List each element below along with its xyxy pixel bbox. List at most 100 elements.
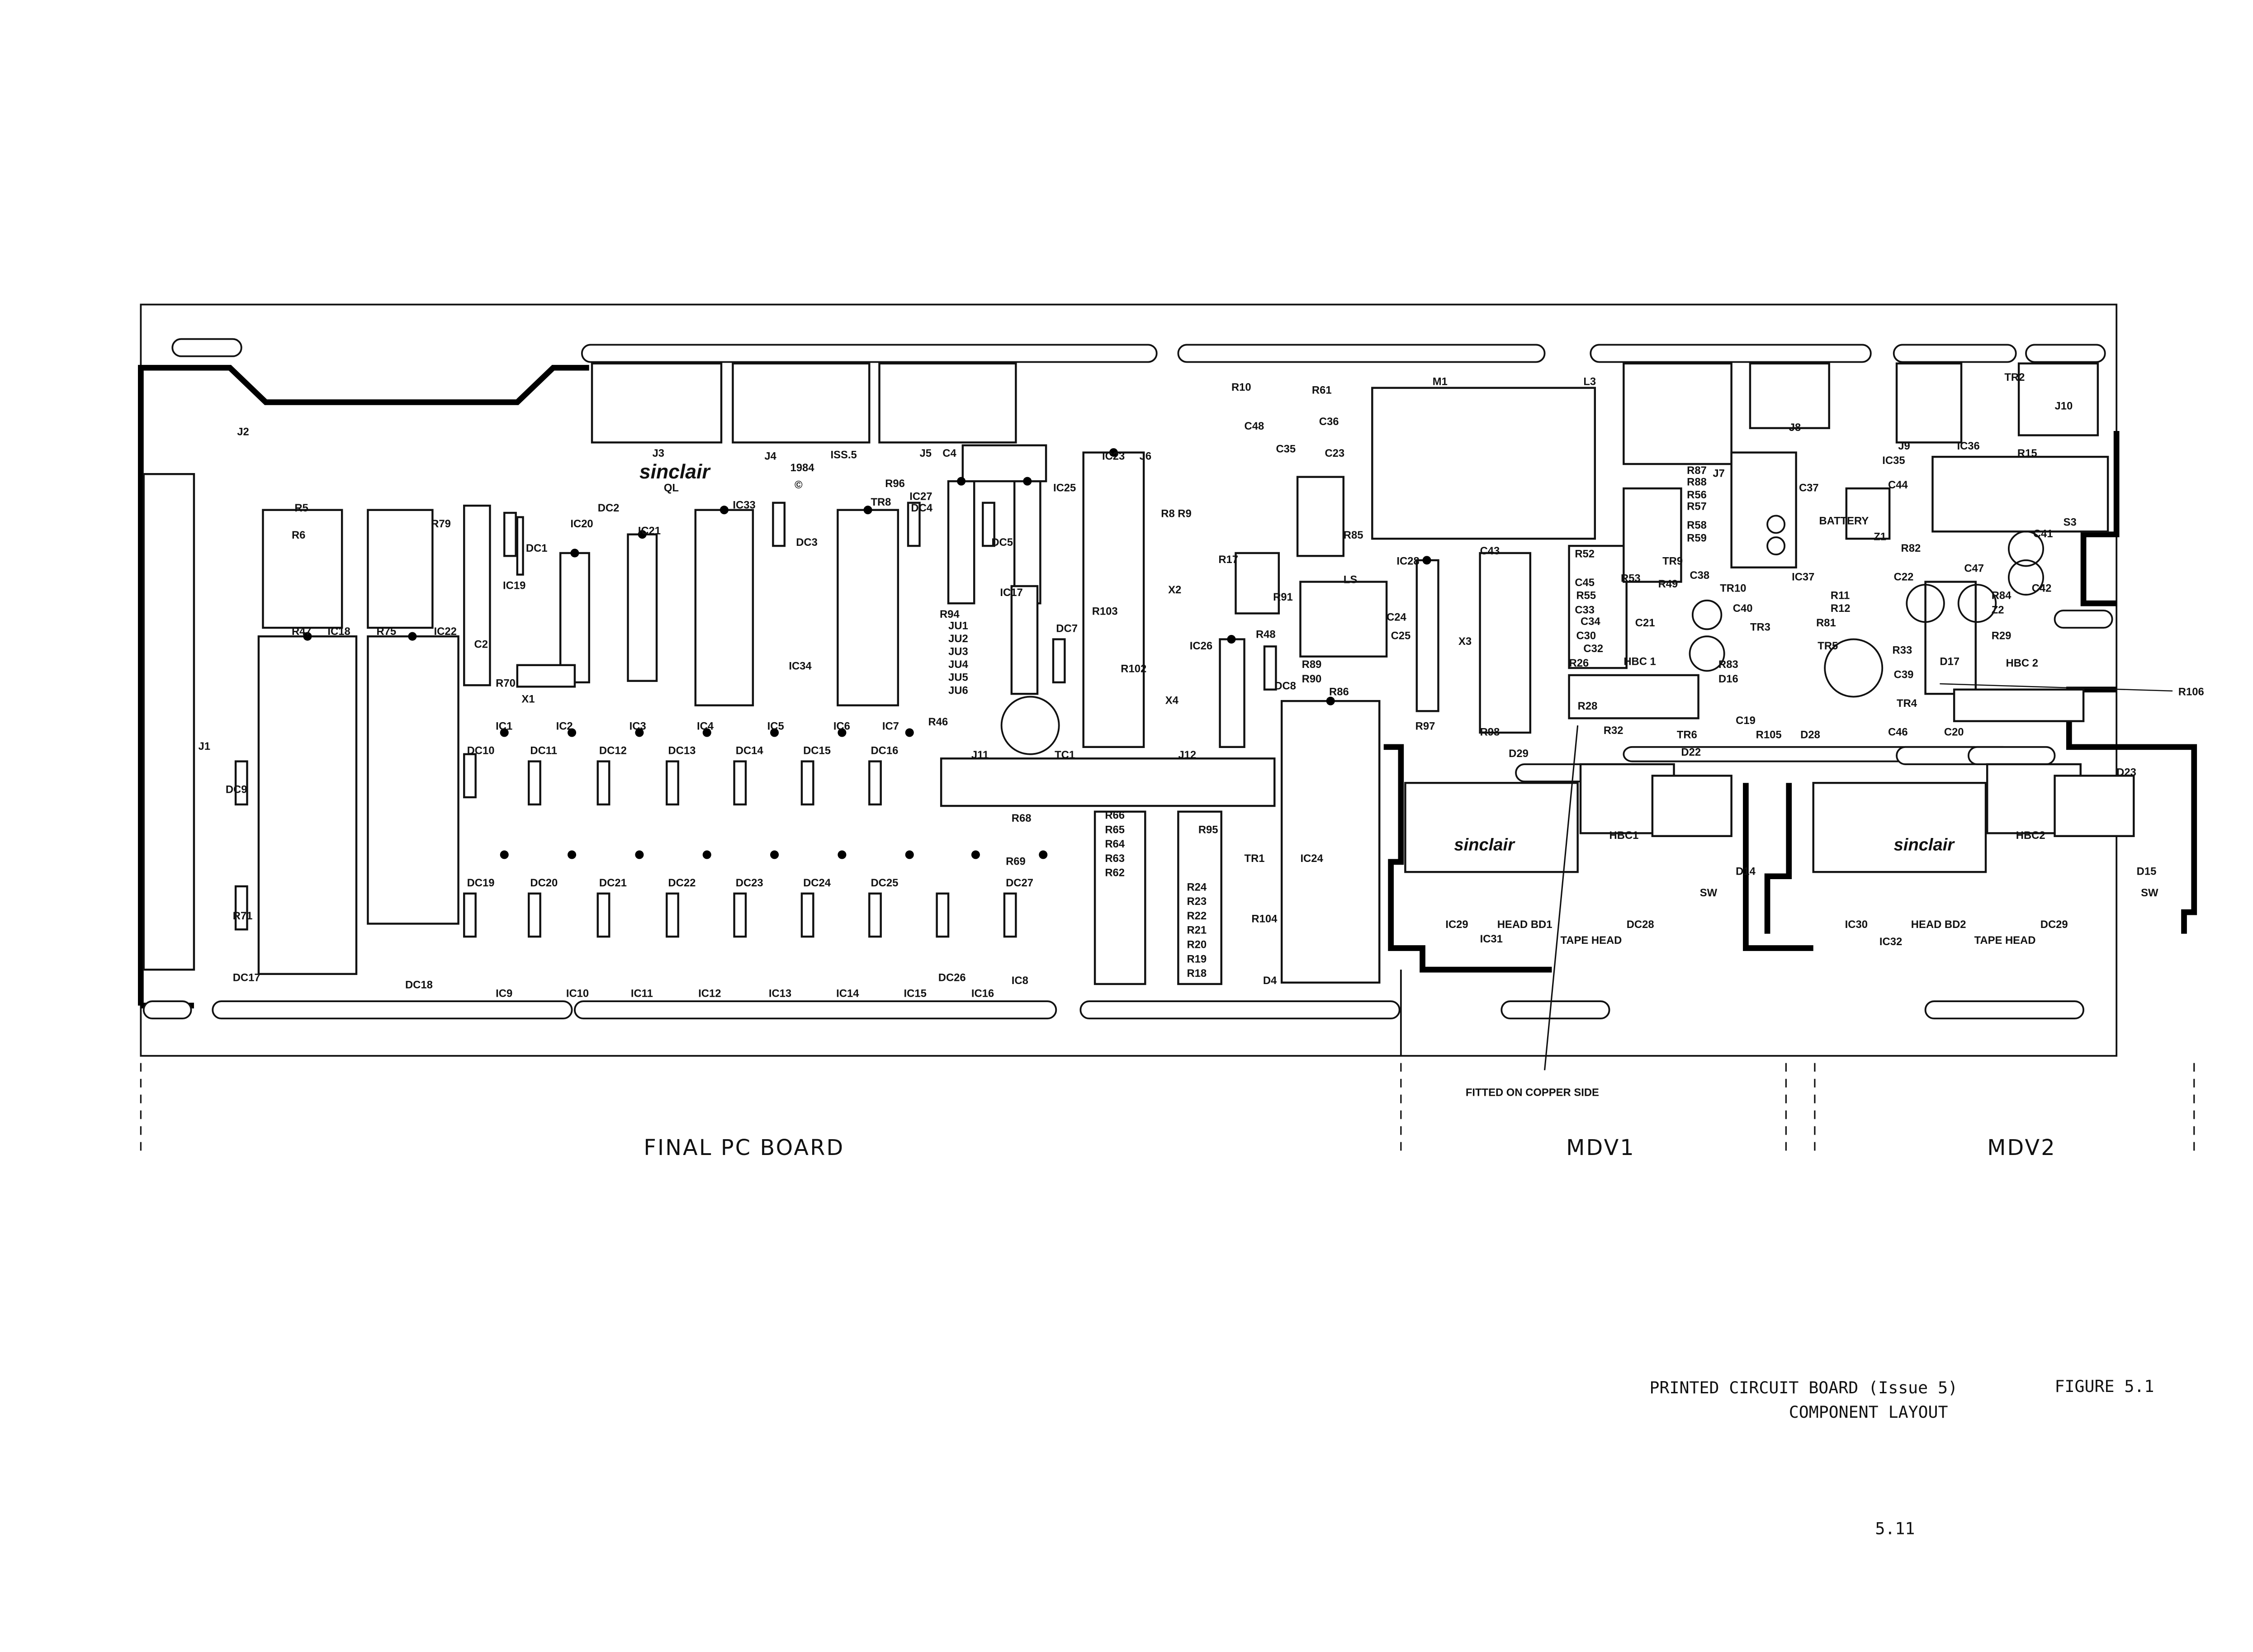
label-dc23: DC23 <box>736 877 763 889</box>
label-r46: R46 <box>928 716 948 728</box>
pin1-notch <box>635 728 644 737</box>
label-c25: C25 <box>1391 630 1411 642</box>
label-ic20: IC20 <box>570 518 593 530</box>
sinclair-logo-mdv2: sinclair <box>1894 835 1955 855</box>
label-ic33: IC33 <box>733 499 755 511</box>
label-c24: C24 <box>1387 611 1406 623</box>
decoupling-capacitor <box>907 502 921 547</box>
board-slot <box>1079 1000 1401 1020</box>
component-outline <box>516 664 576 688</box>
label-dc15: DC15 <box>803 745 831 757</box>
label-r52: R52 <box>1575 548 1595 560</box>
label-dc1: DC1 <box>526 542 548 554</box>
sinclair-logo: sinclair <box>639 461 711 483</box>
label-tr8: TR8 <box>871 496 891 508</box>
label-ic9: IC9 <box>496 988 512 1000</box>
label-ic1: IC1 <box>496 720 512 733</box>
label-c39: C39 <box>1894 668 1914 681</box>
label-dc18: DC18 <box>405 979 433 991</box>
decoupling-capacitor <box>868 892 882 938</box>
label-r66: R66 <box>1105 809 1125 822</box>
label-dc9: DC9 <box>226 783 247 795</box>
component-outline <box>559 552 590 684</box>
component-outline <box>1651 775 1732 837</box>
label-d16: D16 <box>1718 673 1738 685</box>
label-c43: C43 <box>1480 545 1500 557</box>
board-slot <box>212 1000 573 1020</box>
label-x2: X2 <box>1168 584 1181 596</box>
label-tr4: TR4 <box>1897 697 1917 710</box>
label-tr3: TR3 <box>1750 621 1770 633</box>
figure-number: FIGURE 5.1 <box>2055 1377 2154 1396</box>
component-outline <box>367 509 434 629</box>
component-outline <box>947 480 975 605</box>
label-j10: J10 <box>2055 400 2073 412</box>
label-dc7: DC7 <box>1056 623 1078 635</box>
pin1-notch <box>500 850 509 859</box>
board-slot <box>574 1000 1057 1020</box>
label-r96: R96 <box>885 478 905 490</box>
label-r69: R69 <box>1006 855 1026 867</box>
label-ic28: IC28 <box>1396 555 1419 567</box>
label-ic36: IC36 <box>1957 440 1979 452</box>
board-slot <box>1177 344 1546 363</box>
copyright-mark: © <box>795 479 803 491</box>
label-r63: R63 <box>1105 852 1125 865</box>
label-c48: C48 <box>1245 420 1264 432</box>
copper-side-leader <box>1544 725 1579 1070</box>
component-outline <box>1749 362 1830 429</box>
label-r86: R86 <box>1329 686 1349 698</box>
capacitor-outline <box>1957 583 1997 623</box>
label-r24: R24 <box>1187 881 1207 893</box>
pin1-notch <box>1422 556 1431 565</box>
label-r17: R17 <box>1218 554 1238 566</box>
decoupling-capacitor <box>1263 645 1277 691</box>
label-r49: R49 <box>1658 578 1678 590</box>
label-c41: C41 <box>2033 528 2053 540</box>
label-d29: D29 <box>1509 748 1529 760</box>
label-c22: C22 <box>1894 571 1914 583</box>
pin1-notch <box>905 850 914 859</box>
label-r102: R102 <box>1121 663 1146 675</box>
label-r87: R87 <box>1687 464 1707 477</box>
label-ju2: JU2 <box>948 633 968 645</box>
capacitor-outline <box>1689 635 1725 672</box>
decoupling-capacitor <box>528 892 541 938</box>
label-r106: R106 <box>2178 686 2204 698</box>
label-r23: R23 <box>1187 895 1207 908</box>
label-r8-r9: R8 R9 <box>1161 508 1192 520</box>
label-ic17: IC17 <box>1000 587 1022 599</box>
label-r82: R82 <box>1901 542 1921 554</box>
component-outline <box>1219 638 1245 748</box>
pin1-notch <box>957 477 966 486</box>
label-r103: R103 <box>1092 606 1118 618</box>
label-r81: R81 <box>1816 617 1836 629</box>
component-outline <box>837 509 899 706</box>
decoupling-capacitor <box>596 892 611 938</box>
label-r68: R68 <box>1012 812 1032 824</box>
decoupling-capacitor <box>800 892 814 938</box>
label-dc2: DC2 <box>598 502 620 514</box>
label-ic13: IC13 <box>769 988 791 1000</box>
board-slot <box>2025 344 2106 363</box>
label-tape-head: TAPE HEAD <box>1974 934 2036 947</box>
component-outline <box>1953 688 2085 722</box>
component-outline <box>694 509 754 706</box>
decoupling-capacitor <box>463 892 477 938</box>
component-outline <box>591 362 723 444</box>
label-sw: SW <box>2141 887 2158 899</box>
capacitor-outline <box>1824 638 1884 698</box>
label-c30: C30 <box>1576 630 1596 642</box>
board-slot <box>142 1000 192 1020</box>
label-ic37: IC37 <box>1792 571 1814 583</box>
label-c21: C21 <box>1635 617 1655 629</box>
label-r5: R5 <box>294 502 308 514</box>
component-outline <box>1296 476 1344 557</box>
label-z1: Z1 <box>1874 530 1886 543</box>
label-r105: R105 <box>1756 729 1782 741</box>
component-outline <box>732 362 871 444</box>
label-ic25: IC25 <box>1053 482 1076 494</box>
label-dc5: DC5 <box>991 536 1013 549</box>
component-outline <box>367 635 459 925</box>
label-r71: R71 <box>233 910 253 922</box>
